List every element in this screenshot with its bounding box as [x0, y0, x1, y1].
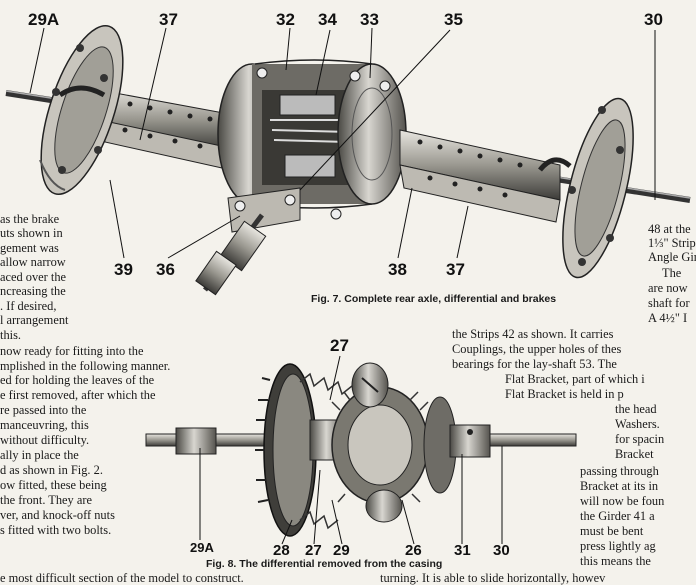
text-line: aced over the — [0, 270, 67, 284]
text-line: without difficulty. — [0, 433, 90, 447]
fig7-label-39: 39 — [114, 260, 133, 279]
left-bottom-line: e most difficult section of the model to… — [0, 571, 244, 585]
text-line: as the brake — [0, 212, 60, 226]
text-line: The — [662, 266, 682, 280]
fig7-drawing — [5, 24, 691, 296]
fig8-label-31: 31 — [454, 542, 471, 559]
fig7-label-29a: 29A — [28, 10, 60, 29]
fig7-label-32: 32 — [276, 10, 295, 29]
text-line: 48 at the — [648, 222, 691, 236]
text-line: will now be foun — [580, 494, 665, 508]
text-line: passing through — [580, 464, 659, 478]
text-line: for spacin — [615, 432, 665, 446]
text-line: Couplings, the upper holes of thes — [452, 342, 622, 356]
fig7-label-37: 37 — [159, 10, 178, 29]
fig8-drawing — [145, 362, 577, 537]
text-line: Washers. — [615, 417, 660, 431]
fig7-label-36: 36 — [156, 260, 175, 279]
fig7-label-33: 33 — [360, 10, 379, 29]
text-line: bearings for the lay-shaft 53. The — [452, 357, 617, 371]
text-line: l arrangement — [0, 313, 69, 327]
text-line: ally in place the — [0, 448, 79, 462]
text-line: press lightly ag — [580, 539, 656, 553]
text-line: this means the — [580, 554, 651, 568]
text-line: Bracket at its in — [580, 479, 659, 493]
text-line: mplished in the following manner. — [0, 359, 171, 373]
text-line: must be bent — [580, 524, 644, 538]
text-line: this. — [0, 328, 21, 342]
text-line: shaft for — [648, 296, 690, 310]
text-line: . If desired, — [0, 299, 57, 313]
text-line: now ready for fitting into the — [0, 344, 144, 358]
text-line: the Strips 42 as shown. It carries — [452, 327, 614, 341]
text-line: the head — [615, 402, 657, 416]
fig8-label-27-top: 27 — [330, 336, 349, 355]
fig8-label-28: 28 — [273, 542, 290, 559]
text-line: uts shown in — [0, 226, 63, 240]
text-line: d as shown in Fig. 2. — [0, 463, 103, 477]
text-line: manceuvring, this — [0, 418, 89, 432]
text-line: ver, and knock-off nuts — [0, 508, 115, 522]
text-line: ncreasing the — [0, 284, 66, 298]
fig8-label-27: 27 — [305, 542, 322, 559]
fig8-leaders — [199, 355, 503, 545]
text-line: gement was — [0, 241, 59, 255]
fig8-caption: Fig. 8. The differential removed from th… — [206, 558, 443, 570]
fig7-leaders — [29, 27, 656, 259]
text-line: Angle Gir — [648, 250, 696, 264]
text-line: are now — [648, 281, 688, 295]
text-line: re passed into the — [0, 403, 87, 417]
text-line: e first removed, after which the — [0, 388, 156, 402]
fig8-label-26: 26 — [405, 542, 422, 559]
text-line: the Girder 41 a — [580, 509, 655, 523]
text-line: Flat Bracket is held in p — [505, 387, 624, 401]
text-line: ed for holding the leaves of the — [0, 373, 155, 387]
text-line: s fitted with two bolts. — [0, 523, 112, 537]
fig7-label-37b: 37 — [446, 260, 465, 279]
text-line: Bracket — [615, 447, 654, 461]
fig8-label-30: 30 — [493, 542, 510, 559]
bottom-right-line: turning. It is able to slide horizontall… — [380, 571, 606, 585]
text-line: ow fitted, these being — [0, 478, 107, 492]
text-line: Flat Bracket, part of which i — [505, 372, 645, 386]
text-line: allow narrow — [0, 255, 66, 269]
fig7-label-38: 38 — [388, 260, 407, 279]
fig7-caption: Fig. 7. Complete rear axle, differential… — [311, 293, 557, 305]
text-line: the front. They are — [0, 493, 92, 507]
fig7-label-34: 34 — [318, 10, 337, 29]
text-line: A 4½" I — [648, 311, 688, 325]
fig8-label-29: 29 — [333, 542, 350, 559]
text-line: 1⅓" Strips — [648, 236, 696, 250]
fig7-label-35: 35 — [444, 10, 463, 29]
fig8-label-29a: 29A — [190, 540, 214, 555]
fig7-label-30: 30 — [644, 10, 663, 29]
